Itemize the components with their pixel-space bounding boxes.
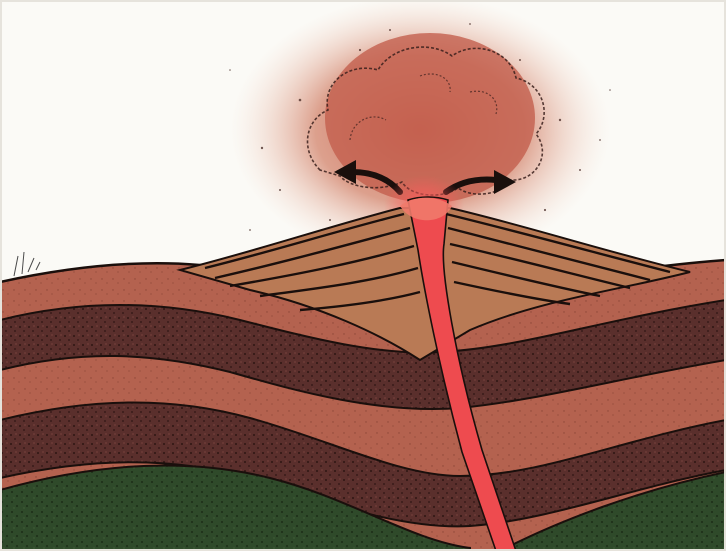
volcano-cross-section-diagram: [0, 0, 726, 551]
